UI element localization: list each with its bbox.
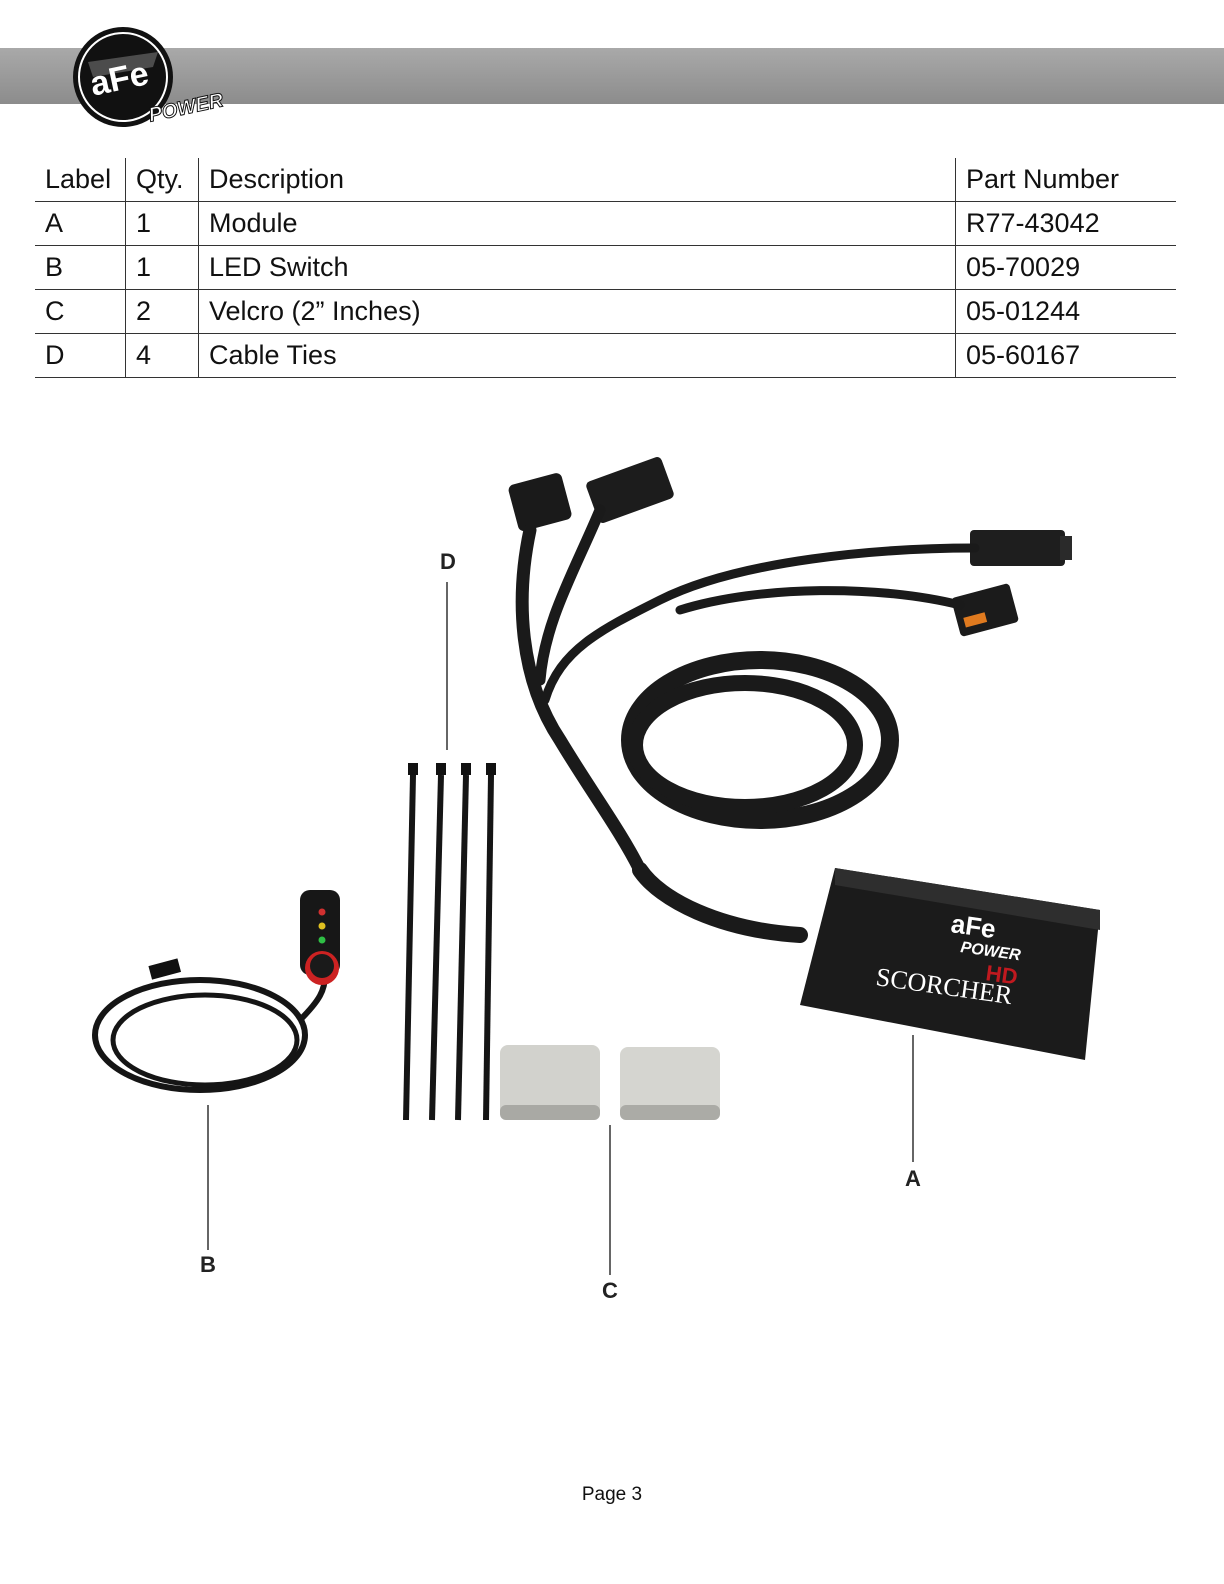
table-header-row: Label Qty. Description Part Number (35, 158, 1176, 202)
parts-illustration: aFe POWER SCORCHER HD (92, 457, 1100, 1275)
row-label: C (35, 289, 126, 334)
header-part-number: Part Number (955, 158, 1176, 202)
table-row: D 4 Cable Ties 05-60167 (35, 333, 1176, 378)
page-number: Page 3 (581, 1484, 643, 1505)
callout-b: B (200, 1252, 216, 1277)
table-row: A 1 Module R77-43042 (35, 201, 1176, 246)
row-qty: 1 (125, 245, 199, 290)
module-product-suffix: HD (984, 960, 1019, 989)
row-part-number: 05-70029 (955, 245, 1176, 290)
table-row: B 1 LED Switch 05-70029 (35, 245, 1176, 290)
cable-ties-d (403, 763, 496, 1121)
table-row: C 2 Velcro (2” Inches) 05-01244 (35, 289, 1176, 334)
row-qty: 2 (125, 289, 199, 334)
callout-c: C (602, 1278, 618, 1303)
harness-wires (515, 504, 980, 943)
row-label: B (35, 245, 126, 290)
row-part-number: 05-01244 (955, 289, 1176, 334)
callout-leader-lines (207, 582, 914, 1275)
header-description: Description (198, 158, 956, 202)
row-description: Cable Ties (198, 333, 956, 378)
row-qty: 1 (125, 201, 199, 246)
row-part-number: R77-43042 (955, 201, 1176, 246)
row-description: Module (198, 201, 956, 246)
velcro-c (500, 1045, 720, 1120)
header-bar (0, 48, 1224, 104)
row-label: D (35, 333, 126, 378)
module-a: aFe POWER SCORCHER HD (800, 868, 1100, 1060)
module-brand: aFe (949, 908, 998, 944)
row-label: A (35, 201, 126, 246)
harness-connectors (508, 457, 1072, 637)
row-qty: 4 (125, 333, 199, 378)
header-qty: Qty. (125, 158, 199, 202)
row-description: LED Switch (198, 245, 956, 290)
callout-d: D (440, 549, 456, 574)
afe-power-logo: aFe POWER (73, 27, 226, 127)
parts-table: Label Qty. Description Part Number A 1 M… (35, 158, 1176, 378)
led-switch-b (92, 890, 340, 1093)
header-label: Label (35, 158, 126, 202)
callout-a: A (905, 1166, 921, 1191)
row-part-number: 05-60167 (955, 333, 1176, 378)
row-description: Velcro (2” Inches) (198, 289, 956, 334)
